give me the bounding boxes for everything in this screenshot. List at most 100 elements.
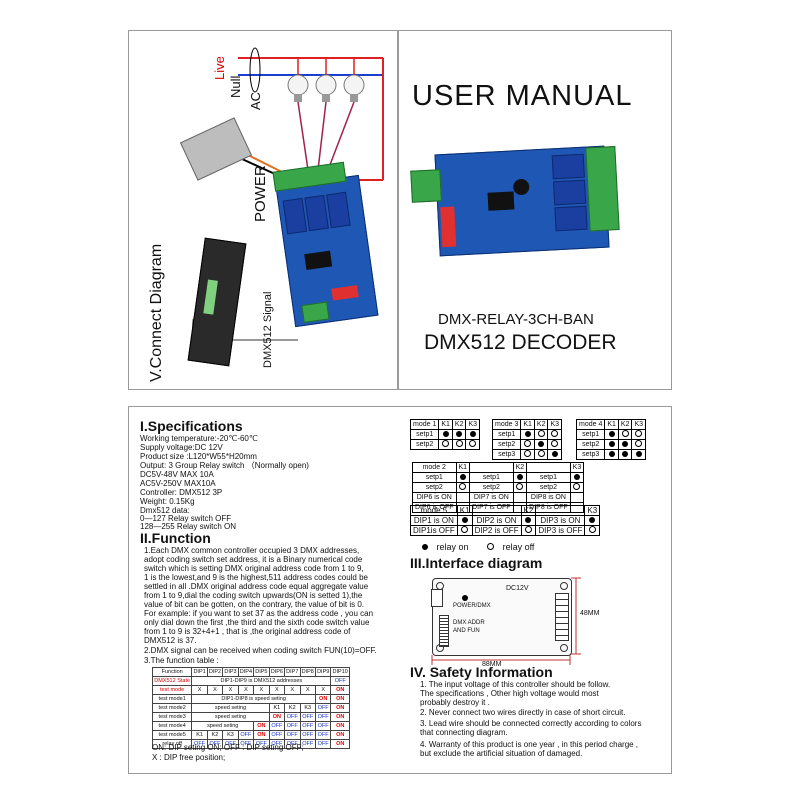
table-cell: test mode1 xyxy=(151,694,193,704)
power-terminal xyxy=(431,589,443,607)
table-cell: DIP1is OFF xyxy=(410,525,458,536)
table-cell xyxy=(469,462,514,473)
table-header-cell: K1 xyxy=(456,505,473,516)
relay-on-icon xyxy=(442,430,449,437)
table-header-cell: DIP5 xyxy=(253,667,270,677)
relay-state-cell xyxy=(451,439,467,450)
table-cell: ON xyxy=(330,703,350,713)
table-cell: X xyxy=(222,685,239,695)
function-legend-1: ON: DIP seting ON; OFF : DIP seting OFF; xyxy=(152,743,304,752)
table-cell: OFF xyxy=(284,721,301,731)
relay-state-cell xyxy=(465,439,481,450)
relay-state-cell xyxy=(451,429,467,440)
mode-5-table: mode 5 K1 K2 K3 DIP1 is ON DIP2 is ON DI… xyxy=(410,505,601,536)
function-line: DMX512 is 37. xyxy=(144,636,197,645)
function-line: from 1 to 9,dial the coding switch upwar… xyxy=(144,591,363,600)
table-cell: K1 xyxy=(268,703,286,713)
table-cell: ON xyxy=(253,730,270,740)
table-cell: ON xyxy=(253,721,270,731)
function-title: II.Function xyxy=(140,530,211,546)
table-header-cell: mode 5 xyxy=(410,505,458,516)
spec-line: DC5V-48V MAX 10A xyxy=(140,470,214,479)
relay-state-cell xyxy=(631,449,647,460)
table-cell: OFF xyxy=(314,730,332,740)
table-cell: test mode3 xyxy=(151,712,193,722)
spec-line: Output: 3 Group Relay switch （Normally o… xyxy=(140,461,309,470)
relay-state-cell xyxy=(520,429,535,440)
relay-state-cell xyxy=(547,429,563,440)
spec-line: Product size :L120*W55*H20mm xyxy=(140,452,257,461)
table-cell: speed seting xyxy=(191,703,270,713)
table-cell: X xyxy=(191,685,208,695)
table-cell: OFF xyxy=(284,712,301,722)
dmx-addr-label: DMX ADDR xyxy=(453,620,485,626)
relay-off-icon xyxy=(487,543,495,550)
table-cell: ON xyxy=(330,730,350,740)
table-cell: setp2 xyxy=(491,439,522,450)
table-header-cell: DIP10 xyxy=(330,667,350,677)
height-dimension-label: 48MM xyxy=(580,610,600,617)
table-header-cell: K1 xyxy=(455,462,471,473)
table-header-cell: K3 xyxy=(465,419,481,430)
table-cell xyxy=(471,505,522,516)
table-header-cell: DIP3 xyxy=(222,667,239,677)
table-cell: ON xyxy=(268,712,286,722)
relay-on-icon xyxy=(573,473,580,480)
table-header-cell: K3 xyxy=(569,462,585,473)
mount-hole xyxy=(560,644,568,652)
dc12v-label: DC12V xyxy=(506,585,529,592)
relay-off-icon xyxy=(573,483,581,490)
relay-state-cell xyxy=(604,429,619,440)
relay-on-icon xyxy=(538,440,545,447)
table-cell: ON xyxy=(330,739,350,749)
table-row: setp2 setp2 setp2 xyxy=(412,482,585,493)
mode-3-table: mode 3 K1 K2 K3 setp1 setp2 setp3 xyxy=(491,419,563,460)
table-row: setp1 xyxy=(491,429,563,440)
relay-state-cell xyxy=(438,439,453,450)
safety-line: The specifications , Other high voltage … xyxy=(420,689,599,698)
width-dimension-label: 88MM xyxy=(482,661,502,668)
relay-on-icon xyxy=(459,473,466,480)
safety-line: 3. Lead wire should be connected correct… xyxy=(420,719,642,728)
mode-1-table: mode 1 K1 K2 K3 setp1 setp2 xyxy=(409,419,481,450)
relay-on-icon xyxy=(608,430,615,437)
table-cell: setp2 xyxy=(412,482,457,493)
table-row: setp3 xyxy=(575,449,647,460)
table-cell xyxy=(535,505,586,516)
relay-state-cell xyxy=(617,429,633,440)
function-paragraph-3: 3.The function table : xyxy=(144,656,219,665)
table-cell: OFF xyxy=(237,730,255,740)
cover-model: DMX-RELAY-3CH-BAN xyxy=(438,311,594,328)
table-cell xyxy=(569,492,585,503)
spec-line: 0—127 Relay switch OFF xyxy=(140,514,232,523)
relay-off-icon xyxy=(461,526,469,533)
relay-off-icon xyxy=(455,440,463,447)
table-cell: OFF xyxy=(299,712,316,722)
table-row: test mode2 speed seting K1 K2 K3 OFF ON xyxy=(151,703,350,713)
relay-state-cell xyxy=(455,482,471,493)
table-header-cell: mode 3 xyxy=(491,419,522,430)
relay-state-cell xyxy=(520,439,535,450)
safety-line: probably destroy it . xyxy=(420,698,490,707)
cover-subtitle: DMX512 DECODER xyxy=(424,331,617,354)
table-cell: speed seting xyxy=(191,721,255,731)
relay-state-cell xyxy=(584,525,601,536)
table-cell: OFF xyxy=(330,676,350,686)
relay-off-icon xyxy=(537,430,545,437)
interface-board-outline xyxy=(431,578,572,656)
relay-off-icon xyxy=(635,430,643,437)
relay-state-cell xyxy=(631,439,647,450)
table-cell: setp1 xyxy=(575,429,606,440)
fun-label: AND FUN xyxy=(453,628,480,634)
table-cell: OFF xyxy=(268,721,286,731)
status-led-icon xyxy=(462,595,468,601)
interface-title: III.Interface diagram xyxy=(410,555,543,571)
safety-line: but exclude the artificial situation of … xyxy=(420,749,583,758)
table-header-cell: K3 xyxy=(547,419,563,430)
relay-on-icon xyxy=(589,517,596,523)
relay-state-cell xyxy=(617,439,633,450)
bulb-3-icon xyxy=(343,74,365,102)
table-row: mode 2 K1 K2 K3 xyxy=(412,462,585,473)
relay-on-icon xyxy=(461,517,468,523)
function-line: from 1 to 9 is 32+4+1 , that is ,the ori… xyxy=(144,627,351,636)
